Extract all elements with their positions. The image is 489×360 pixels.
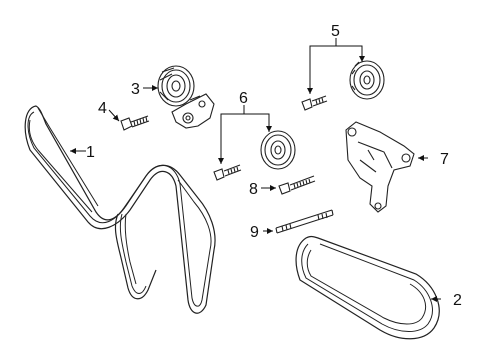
callout-1: 1 bbox=[86, 144, 95, 161]
tensioner-bolt bbox=[120, 115, 150, 131]
callout-5: 5 bbox=[331, 23, 340, 40]
callout-9: 9 bbox=[250, 224, 259, 241]
callout-2: 2 bbox=[453, 292, 462, 309]
upper-idler-pulley bbox=[301, 60, 385, 111]
callout-6: 6 bbox=[239, 90, 248, 107]
callout-labels: 1 2 3 4 5 6 7 8 9 bbox=[86, 23, 462, 309]
callout-7: 7 bbox=[440, 151, 449, 168]
mounting-bracket bbox=[345, 121, 415, 213]
leader-lines bbox=[70, 38, 441, 302]
callout-4: 4 bbox=[98, 100, 107, 117]
callout-8: 8 bbox=[249, 181, 258, 198]
short-bolt bbox=[278, 175, 316, 195]
tensioner-assembly bbox=[157, 65, 215, 129]
serpentine-belt bbox=[24, 105, 216, 314]
long-stud bbox=[275, 209, 334, 234]
secondary-belt bbox=[295, 235, 440, 340]
callout-3: 3 bbox=[131, 81, 140, 98]
lower-idler-pulley bbox=[213, 130, 296, 181]
